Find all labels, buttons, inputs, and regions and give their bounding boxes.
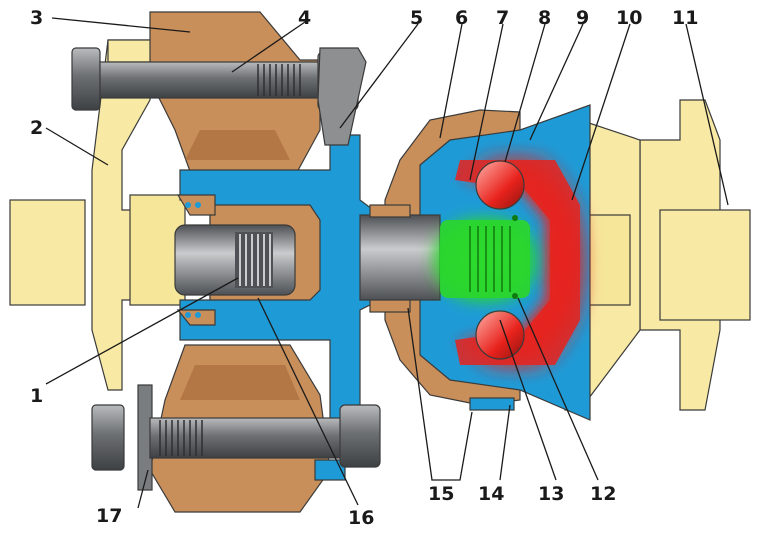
seal-ball: [195, 312, 201, 318]
leader-lines: [45, 17, 729, 509]
callout-14: 14: [478, 483, 504, 505]
inner-race-highlight: [430, 215, 540, 305]
flange-lower-tab: [314, 459, 346, 481]
bolt-head: [91, 404, 125, 471]
leader-6: [439, 23, 463, 139]
coupling-upper-shade: [185, 130, 290, 160]
callout-8: 8: [538, 7, 551, 29]
callout-11: 11: [672, 7, 698, 29]
bolt-thread: [159, 420, 203, 456]
callout-15: 15: [428, 483, 454, 505]
leader-2: [45, 127, 109, 166]
bolt-shank: [149, 417, 356, 459]
right-flange: [564, 99, 751, 411]
leader-3: [51, 17, 191, 33]
leader-11: [685, 23, 729, 206]
outer-race: [455, 160, 580, 365]
ball-upper: [475, 160, 525, 210]
spline-lines: [239, 234, 271, 286]
callout-6: 6: [455, 7, 468, 29]
seal-ball: [185, 202, 191, 208]
boot-collar-top: [369, 204, 411, 218]
left-flange: [9, 39, 186, 391]
leader-8: [504, 23, 546, 163]
leader-10: [571, 23, 631, 201]
inner-splines: [469, 226, 511, 292]
leader-17: [137, 469, 149, 509]
shaft: [359, 214, 441, 301]
callout-7: 7: [496, 7, 509, 29]
leader-16: [257, 297, 359, 506]
callout-2: 2: [30, 117, 43, 139]
leader-9: [529, 23, 584, 141]
bolt-nut: [339, 404, 381, 468]
callout-13: 13: [538, 483, 564, 505]
leader-7: [469, 23, 504, 181]
leader-12: [517, 297, 599, 481]
callout-17: 17: [96, 505, 122, 527]
callout-12: 12: [590, 483, 616, 505]
boot-collar-bottom: [369, 299, 411, 313]
callout-9: 9: [576, 7, 589, 29]
bolt-head: [71, 47, 101, 111]
flange-top-lip: [107, 39, 157, 63]
outer-race-highlight: [440, 150, 590, 375]
inner-race: [440, 220, 530, 298]
callout-1: 1: [30, 385, 43, 407]
cage-dot: [512, 293, 518, 299]
ball-lower: [475, 310, 525, 360]
leader-15: [407, 307, 473, 481]
leader-14: [499, 404, 511, 481]
washer-plate: [317, 47, 367, 146]
cage-dot: [512, 215, 518, 221]
callout-labels: 3 4 5 6 7 8 9 10 11 2 1 17 16 15 14 13 1…: [30, 7, 698, 529]
centering-sleeve: [174, 194, 296, 326]
seal-ball: [185, 312, 191, 318]
callout-10: 10: [616, 7, 642, 29]
leader-4: [231, 21, 306, 73]
coupling-lower-shade: [180, 365, 300, 400]
leader-1: [45, 277, 239, 385]
callout-5: 5: [410, 7, 423, 29]
clamp: [469, 397, 515, 411]
callout-16: 16: [348, 507, 374, 529]
left-hub-block: [9, 199, 86, 306]
bolt-thread: [257, 64, 301, 96]
lower-bolt: [91, 384, 381, 491]
leader-13: [499, 319, 557, 481]
seal-ball: [195, 202, 201, 208]
callout-3: 3: [30, 7, 43, 29]
sleeve-splines: [235, 232, 273, 288]
bolt-shank: [99, 61, 356, 99]
right-hub: [659, 209, 751, 321]
leader-5: [339, 23, 419, 129]
callout-4: 4: [298, 7, 311, 29]
